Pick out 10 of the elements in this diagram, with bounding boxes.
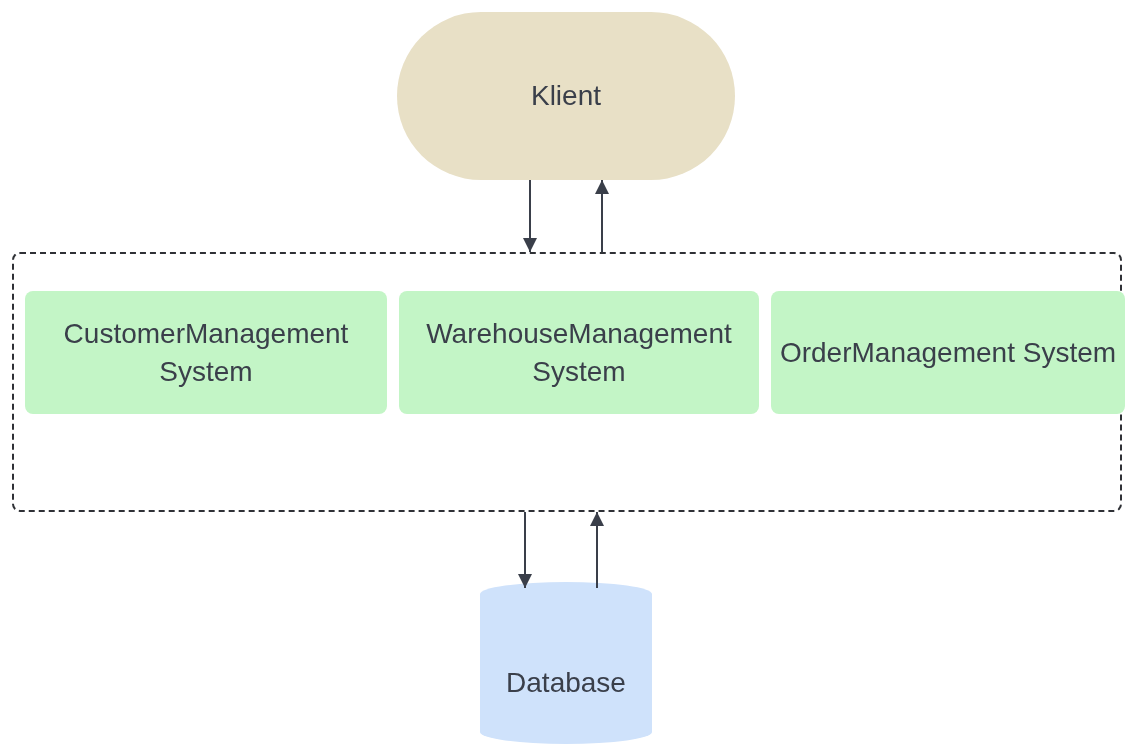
arrow bbox=[595, 179, 609, 253]
terminal-node: Klient bbox=[397, 12, 735, 180]
arrow bbox=[518, 511, 532, 589]
arrow bbox=[523, 179, 537, 253]
process-box: WarehouseManagement System bbox=[399, 291, 759, 414]
process-box: CustomerManagement System bbox=[25, 291, 387, 414]
arrow bbox=[590, 511, 604, 589]
process-box: OrderManagement System bbox=[771, 291, 1125, 414]
dashed-container bbox=[12, 252, 1122, 512]
database-cylinder: Database bbox=[480, 582, 652, 744]
